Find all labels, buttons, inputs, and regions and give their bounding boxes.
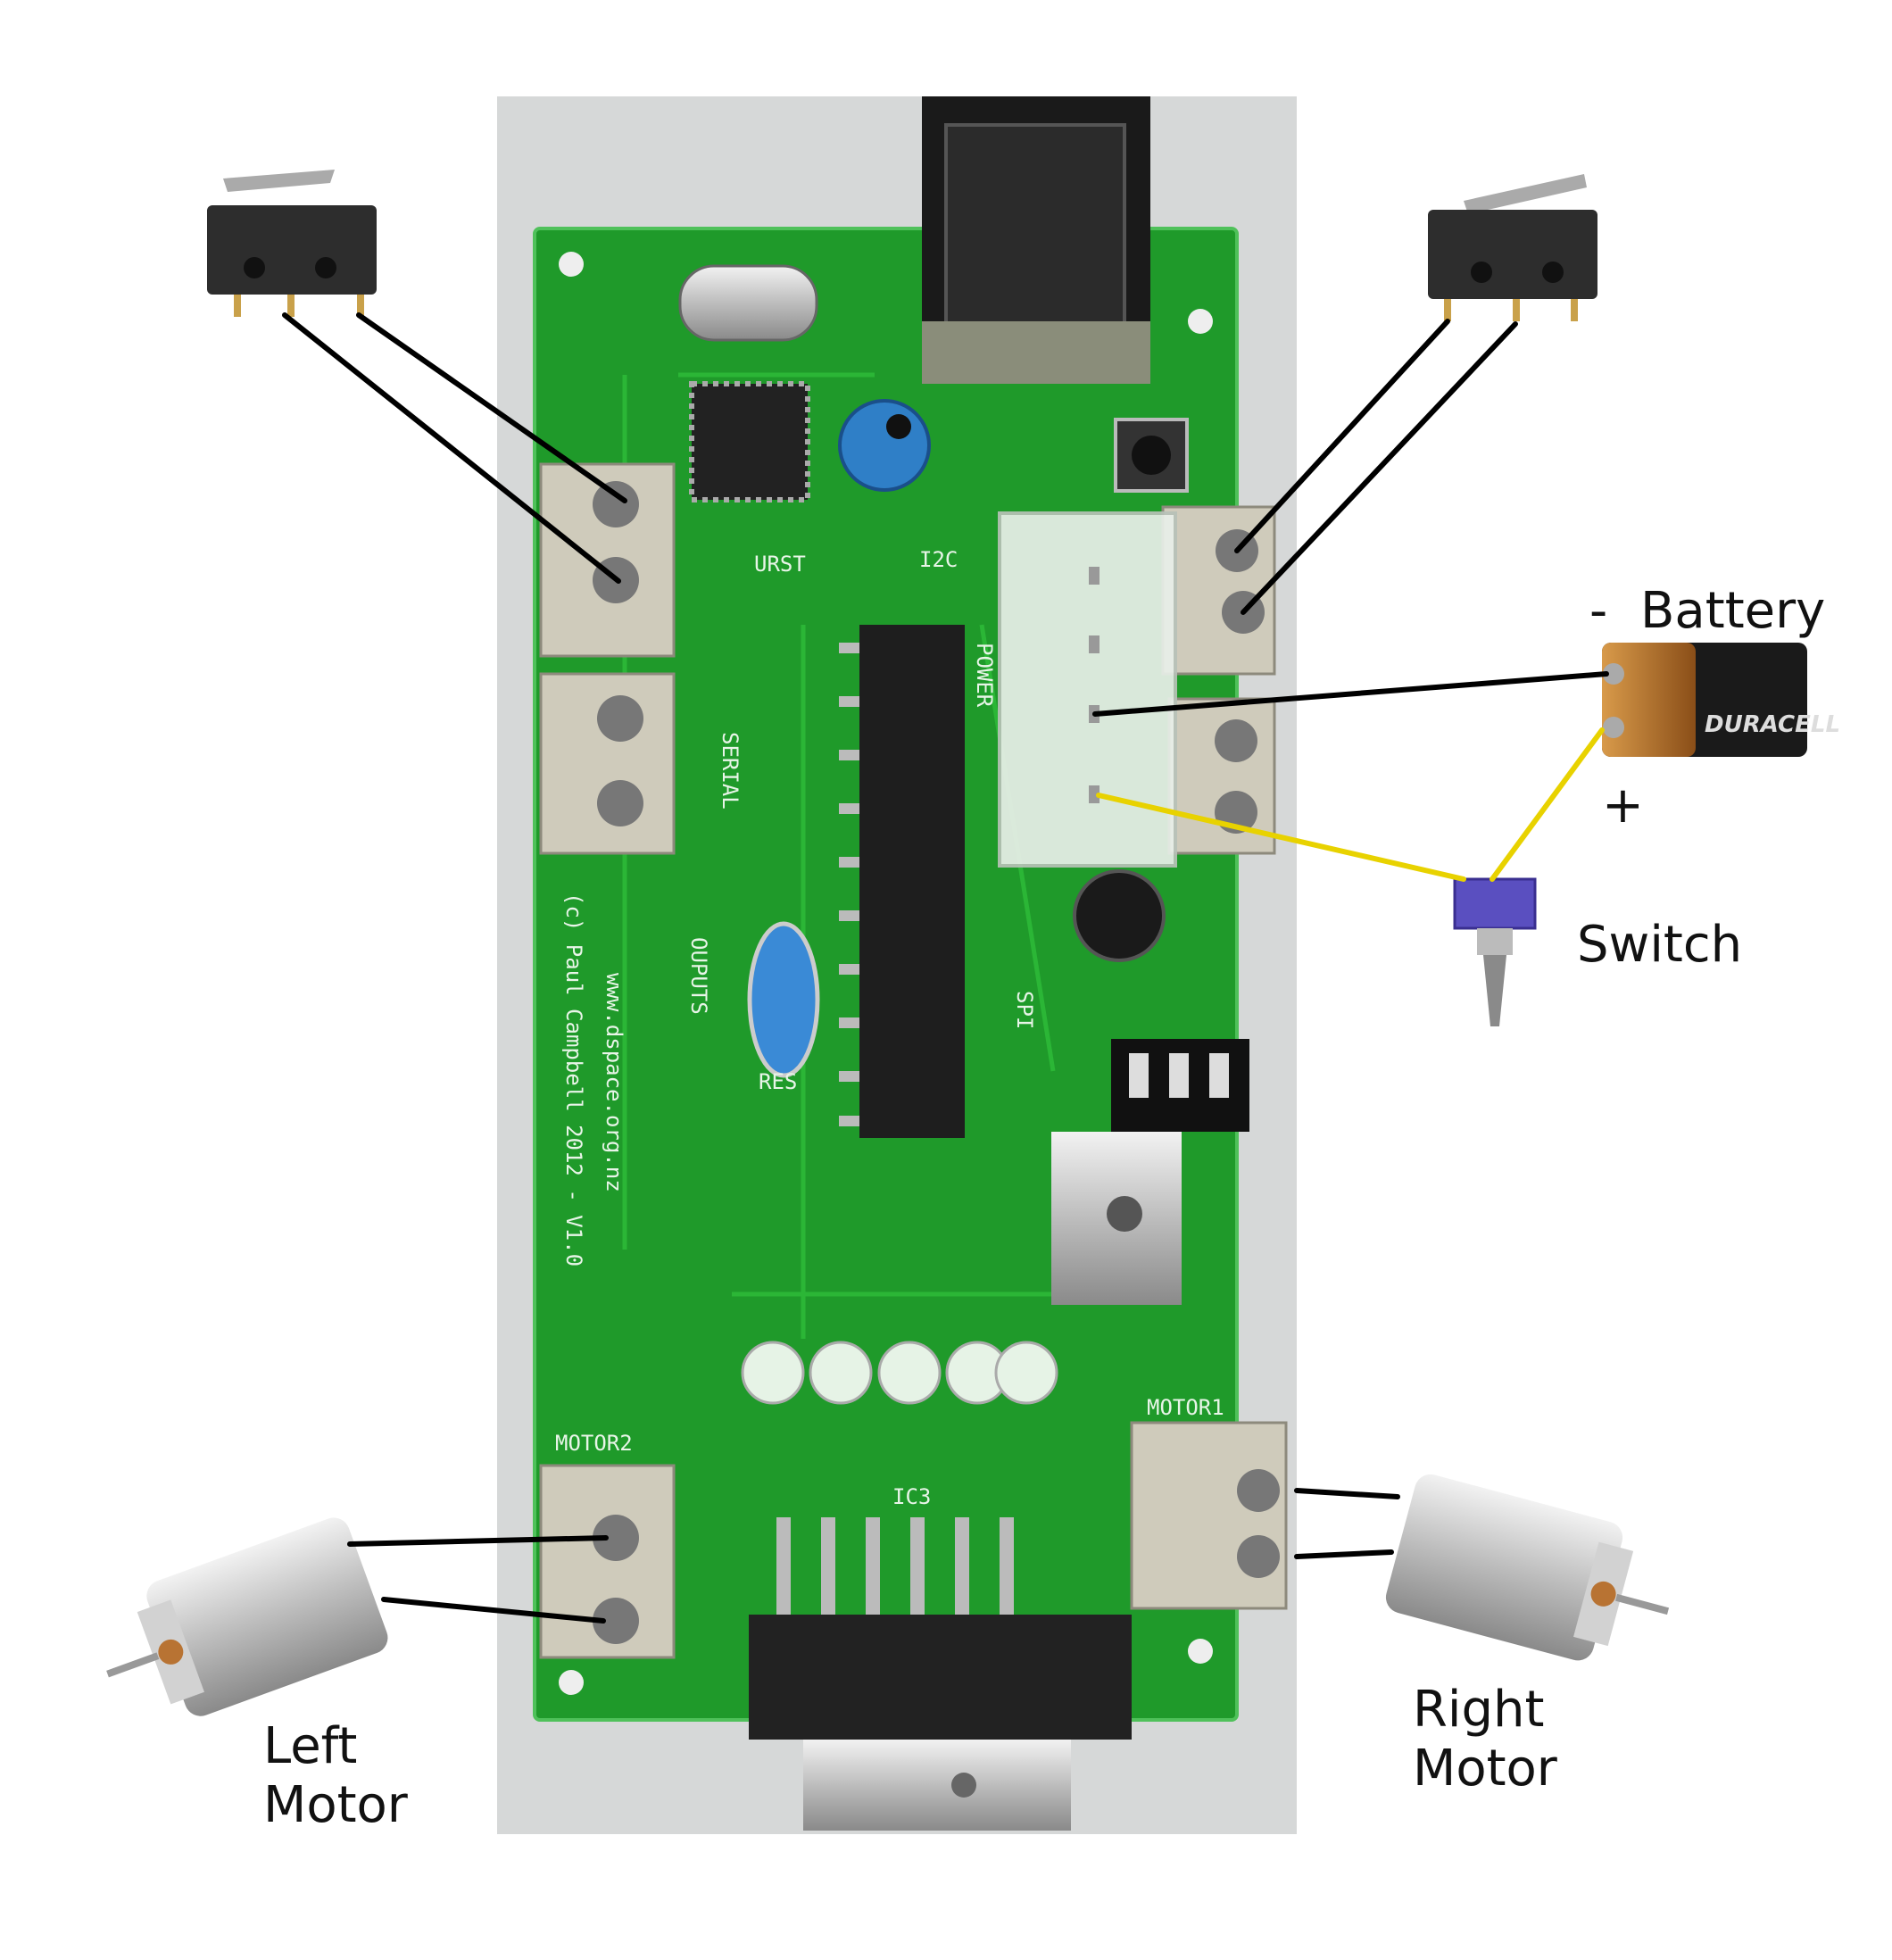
silk-i2c: I2C — [919, 547, 958, 572]
atmega-chip — [839, 625, 965, 1138]
left-motor-label-line2: Motor — [263, 1776, 408, 1835]
silk-outputs: OUPUTS — [686, 937, 711, 1015]
wire-switch-to-board — [1096, 793, 1466, 882]
leds — [741, 1341, 1058, 1405]
terminal-block-right-power — [1167, 697, 1276, 855]
left-motor-label: Left Motor — [263, 1717, 408, 1835]
silk-urst: URST — [754, 552, 806, 577]
silk-credit: (c) Paul Campbell 2012 - V1.0 — [561, 893, 586, 1267]
silk-motor2: MOTOR2 — [555, 1431, 633, 1456]
silk-motor1: MOTOR1 — [1147, 1395, 1224, 1420]
right-motor-label: Right Motor — [1413, 1681, 1557, 1798]
wire-right-motor-2 — [1294, 1549, 1394, 1559]
right-motor-label-line1: Right — [1413, 1681, 1545, 1739]
blue-capacitor — [838, 399, 931, 492]
limit-switch-left — [207, 170, 377, 317]
usb-serial-chip — [689, 381, 810, 502]
wire-right-switch-1 — [1234, 319, 1450, 553]
silk-ic3: IC3 — [892, 1484, 931, 1509]
crystal — [678, 264, 818, 342]
wire-left-switch-1 — [282, 312, 621, 584]
voltage-regulator — [1051, 1132, 1182, 1305]
right-motor — [1385, 1474, 1670, 1661]
left-motor — [106, 1517, 388, 1716]
wires-black — [282, 312, 1609, 1624]
switch-label: Switch — [1577, 916, 1743, 974]
dip-switch — [1111, 1039, 1249, 1132]
battery-plus-label: + — [1602, 777, 1644, 835]
terminal-block-left-top — [539, 462, 676, 658]
wire-left-switch-2 — [356, 312, 627, 503]
left-motor-label-line1: Left — [263, 1717, 358, 1775]
terminal-block-motor1 — [1130, 1421, 1288, 1610]
battery-minus-label: - — [1589, 582, 1608, 640]
battery-brand: DURACELL — [1705, 711, 1840, 738]
silk-res: RES — [759, 1069, 797, 1094]
silk-serial: SERIAL — [718, 732, 743, 810]
toggle-switch — [1453, 877, 1537, 1026]
wires-yellow — [1096, 727, 1605, 882]
silk-website: www.dspace.org.nz — [602, 973, 627, 1192]
terminal-block-left-serial — [539, 672, 676, 855]
silk-power: POWER — [972, 643, 997, 708]
wire-right-motor-1 — [1294, 1488, 1400, 1499]
terminal-block-motor2 — [539, 1464, 676, 1659]
resonator — [747, 921, 820, 1078]
silk-spi: SPI — [1012, 991, 1037, 1029]
battery-label: Battery — [1640, 582, 1826, 640]
wire-right-switch-2 — [1241, 321, 1518, 615]
right-motor-label-line2: Motor — [1413, 1740, 1557, 1798]
wire-battery-positive — [1490, 727, 1605, 882]
electrolytic-capacitor — [1073, 869, 1166, 962]
wire-left-motor-1 — [347, 1535, 609, 1547]
motor-driver-ic — [749, 1517, 1132, 1831]
limit-switch-right — [1428, 174, 1597, 321]
usb-connector — [922, 96, 1150, 384]
wire-battery-negative — [1092, 671, 1609, 717]
power-connector — [998, 511, 1177, 868]
battery-9v: DURACELL — [1602, 643, 1840, 757]
wire-left-motor-2 — [381, 1597, 606, 1624]
